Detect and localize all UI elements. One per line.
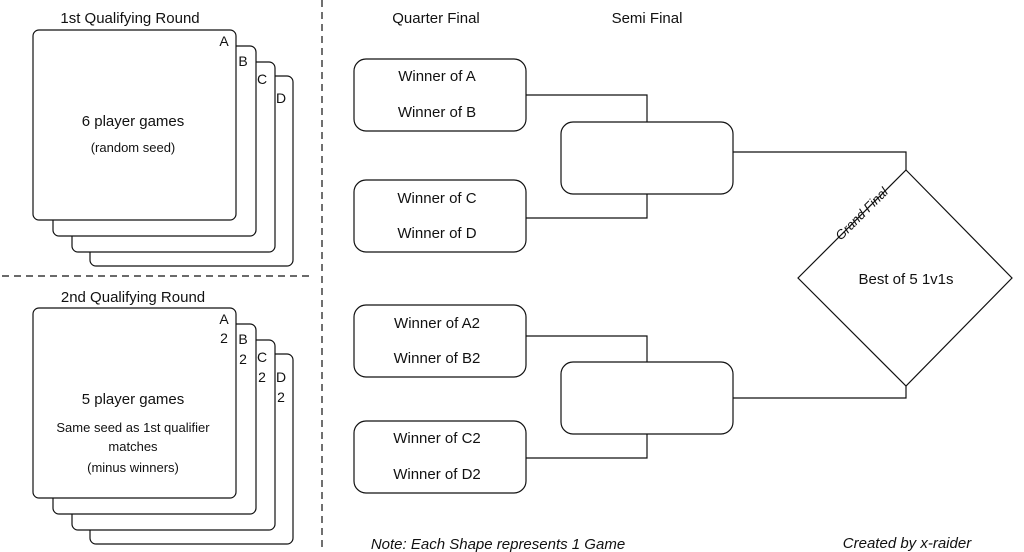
q1-line1: 6 player games <box>82 113 185 130</box>
qf1-top: Winner of A <box>398 68 476 85</box>
q2-card-b-num: 2 <box>239 351 247 367</box>
sf-box-1 <box>560 121 734 195</box>
qf2-bottom: Winner of D <box>397 225 476 242</box>
q2-card-d-label: D <box>276 369 286 385</box>
qf3-top: Winner of A2 <box>394 315 480 332</box>
qf1-bottom: Winner of B <box>398 104 476 121</box>
q1-card-c-label: C <box>257 71 267 87</box>
q1-card-a-label: A <box>219 33 229 49</box>
qf4-top: Winner of C2 <box>393 430 481 447</box>
q2-line2: Same seed as 1st qualifier <box>56 420 210 435</box>
connector-qf2-sf1 <box>526 194 648 219</box>
semi-final-header: Semi Final <box>612 10 683 27</box>
q2-card-c-label: C <box>257 349 267 365</box>
footer-credit: Created by x-raider <box>843 535 972 552</box>
q1-line2: (random seed) <box>91 140 176 155</box>
qf4-bottom: Winner of D2 <box>393 466 481 483</box>
qf3-bottom: Winner of B2 <box>394 350 481 367</box>
q2-title: 2nd Qualifying Round <box>61 289 205 306</box>
footer-note: Note: Each Shape represents 1 Game <box>371 536 625 552</box>
qf-box-4 <box>353 420 527 494</box>
qf-box-2 <box>353 179 527 253</box>
qf-box-3 <box>353 304 527 378</box>
q2-card-d-num: 2 <box>277 389 285 405</box>
connector-qf4-sf2 <box>526 434 648 459</box>
q2-card-c-num: 2 <box>258 369 266 385</box>
grand-final-diamond <box>797 169 1013 387</box>
grand-final-text: Best of 5 1v1s <box>858 271 953 288</box>
q2-line1: 5 player games <box>82 391 185 408</box>
qf2-top: Winner of C <box>397 190 476 207</box>
connector-sf1-final <box>733 151 907 170</box>
q1-card-b-label: B <box>238 53 247 69</box>
connector-qf3-sf2 <box>526 335 648 362</box>
connector-sf2-final <box>733 382 907 399</box>
q2-card-a-label: A <box>219 311 229 327</box>
connector-qf1-sf1 <box>526 94 648 122</box>
quarter-final-header: Quarter Final <box>392 10 480 27</box>
q2-line3: matches <box>108 439 158 454</box>
q2-line4: (minus winners) <box>87 460 179 475</box>
q1-card-a <box>32 29 237 221</box>
sf-box-2 <box>560 361 734 435</box>
q2-card-a-num: 2 <box>220 330 228 346</box>
q2-card-a <box>32 307 237 499</box>
q2-card-b-label: B <box>238 331 247 347</box>
q1-title: 1st Qualifying Round <box>60 10 199 27</box>
q1-card-d-label: D <box>276 90 286 106</box>
